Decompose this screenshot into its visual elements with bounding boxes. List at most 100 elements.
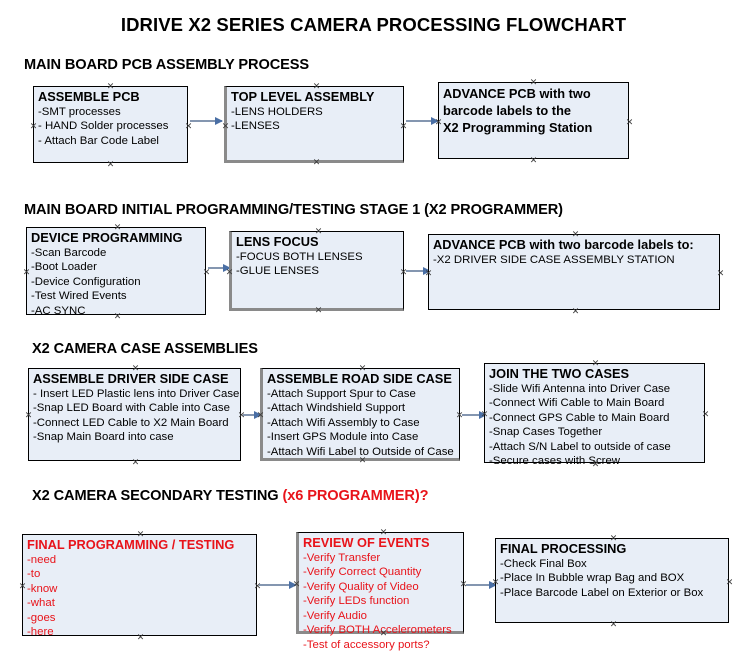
page-title: IDRIVE X2 SERIES CAMERA PROCESSING FLOWC… [120,14,627,35]
node-line: -Attach Wifi Label to Outside of Case [267,445,454,458]
selection-handle-icon [131,364,140,373]
selection-handle-icon [591,359,600,368]
node-line: -AC SYNC [31,304,86,317]
selection-handle-icon [202,268,211,277]
connector-arrow-4-1 [259,580,297,589]
node-line: -Test Wired Events [31,290,127,303]
node-body: FINAL PROCESSING -Check Final Box -Place… [500,541,726,600]
section-heading-2-text: MAIN BOARD INITIAL PROGRAMMING/TESTING S… [24,202,563,218]
node-body: JOIN THE TWO CASES -Slide Wifi Antenna i… [489,366,702,469]
selection-handle-icon [571,307,580,316]
node-line: barcode labels to the [443,103,572,118]
node-line: -Verify Audio [303,609,367,622]
selection-handle-icon [106,82,115,91]
node-line: -Attach Support Spur to Case [267,387,416,400]
node-body: ADVANCE PCB with two barcode labels to t… [443,85,626,136]
selection-handle-icon [136,633,145,642]
node-advance-pcb-driver-side[interactable]: ADVANCE PCB with two barcode labels to: … [428,234,720,310]
selection-handle-icon [424,269,433,278]
selection-handle-icon [113,223,122,232]
selection-handle-icon [480,410,489,419]
selection-handle-icon [725,578,734,587]
node-top-level-assembly[interactable]: TOP LEVEL ASSEMBLY -LENS HOLDERS -LENSES [224,86,404,163]
section-heading-4: X2 CAMERA SECONDARY TESTING (x6 PROGRAMM… [32,488,429,504]
selection-handle-icon [379,528,388,537]
selection-handle-icon [106,160,115,169]
node-body: ASSEMBLE PCB -SMT processes - HAND Solde… [38,89,185,148]
selection-handle-icon [136,530,145,539]
selection-handle-icon [529,156,538,165]
node-title: LENS FOCUS [236,234,319,249]
node-line: -know [27,582,58,595]
node-final-processing[interactable]: FINAL PROCESSING -Check Final Box -Place… [495,538,729,623]
node-line: -what [27,597,55,610]
selection-handle-icon [314,227,323,236]
selection-handle-icon [292,580,301,589]
selection-handle-icon [701,410,710,419]
selection-handle-icon [358,456,367,465]
node-title: ASSEMBLE DRIVER SIDE CASE [33,371,229,386]
node-title: FINAL PROCESSING [500,541,627,556]
node-body: LENS FOCUS -FOCUS BOTH LENSES -GLUE LENS… [236,234,401,279]
node-body: ADVANCE PCB with two barcode labels to: … [433,237,717,267]
selection-handle-icon [22,268,31,277]
node-line: -Snap Cases Together [489,426,603,439]
section-heading-4-text: X2 CAMERA SECONDARY TESTING [32,488,283,504]
node-line: -Place In Bubble wrap Bag and BOX [500,572,685,585]
selection-handle-icon [314,306,323,315]
node-device-programming[interactable]: DEVICE PROGRAMMING -Scan Barcode -Boot L… [26,227,206,317]
node-line: -LENSES [231,120,280,133]
selection-handle-icon [399,122,408,131]
node-line: -Boot Loader [31,261,97,274]
node-line: -Verify LEDs function [303,595,410,608]
node-title: ASSEMBLE PCB [38,89,140,104]
node-line: -Verify BOTH Accelerometers [303,624,452,637]
node-line: -LENS HOLDERS [231,105,323,118]
node-line: -Connect LED Cable to X2 Main Board [33,416,229,429]
node-line: -Attach S/N Label to outside of case [489,440,671,453]
node-final-programming-testing[interactable]: FINAL PROGRAMMING / TESTING -need -to -k… [22,534,257,638]
selection-handle-icon [625,118,634,127]
node-line: -Connect Wifi Cable to Main Board [489,397,665,410]
connector-arrow-1-1 [190,116,223,125]
node-line: -X2 DRIVER SIDE CASE ASSEMBLY STATION [433,253,675,266]
selection-handle-icon [131,458,140,467]
node-line: -Attach Windshield Support [267,402,406,415]
node-line: -GLUE LENSES [236,265,319,278]
node-line: -Snap Main Board into case [33,431,174,444]
section-heading-3: X2 CAMERA CASE ASSEMBLIES [32,341,258,357]
node-line: X2 Programming Station [443,120,593,135]
node-line: -Place Barcode Label on Exterior or Box [500,586,704,599]
node-title: JOIN THE TWO CASES [489,366,630,381]
selection-handle-icon [609,620,618,629]
node-line: - Insert LED Plastic lens into Driver Ca… [33,387,240,400]
selection-handle-icon [491,578,500,587]
node-join-the-two-cases[interactable]: JOIN THE TWO CASES -Slide Wifi Antenna i… [484,363,705,467]
node-advance-pcb-station[interactable]: ADVANCE PCB with two barcode labels to t… [438,82,629,159]
node-line: - HAND Solder processes [38,120,169,133]
selection-handle-icon [716,269,725,278]
node-assemble-pcb[interactable]: ASSEMBLE PCB -SMT processes - HAND Solde… [33,86,188,163]
node-line: -Attach Wifi Assembly to Case [267,416,420,429]
node-body: TOP LEVEL ASSEMBLY -LENS HOLDERS -LENSES [231,89,401,134]
selection-handle-icon [591,460,600,469]
node-title: TOP LEVEL ASSEMBLY [231,89,375,104]
node-assemble-road-side-case[interactable]: ASSEMBLE ROAD SIDE CASE -Attach Support … [260,368,460,461]
node-review-of-events[interactable]: REVIEW OF EVENTS -Verify Transfer -Verif… [296,532,464,651]
node-line: -Check Final Box [500,557,587,570]
node-line-overflow: -Test of accessory ports? [303,639,430,652]
section-heading-4-accent: (x6 PROGRAMMER)? [282,488,429,504]
node-line: -goes [27,611,56,624]
selection-handle-icon [358,364,367,373]
node-line: -Snap LED Board with Cable into Case [33,402,230,415]
node-line: -Scan Barcode [31,246,107,259]
selection-handle-icon [529,78,538,87]
node-title: ADVANCE PCB with two [443,86,591,101]
node-title: REVIEW OF EVENTS [303,535,430,550]
node-lens-focus[interactable]: LENS FOCUS -FOCUS BOTH LENSES -GLUE LENS… [229,231,404,311]
node-assemble-driver-side-case[interactable]: ASSEMBLE DRIVER SIDE CASE - Insert LED P… [28,368,241,461]
selection-handle-icon [609,534,618,543]
node-body: REVIEW OF EVENTS -Verify Transfer -Verif… [303,535,461,653]
selection-handle-icon [24,411,33,420]
